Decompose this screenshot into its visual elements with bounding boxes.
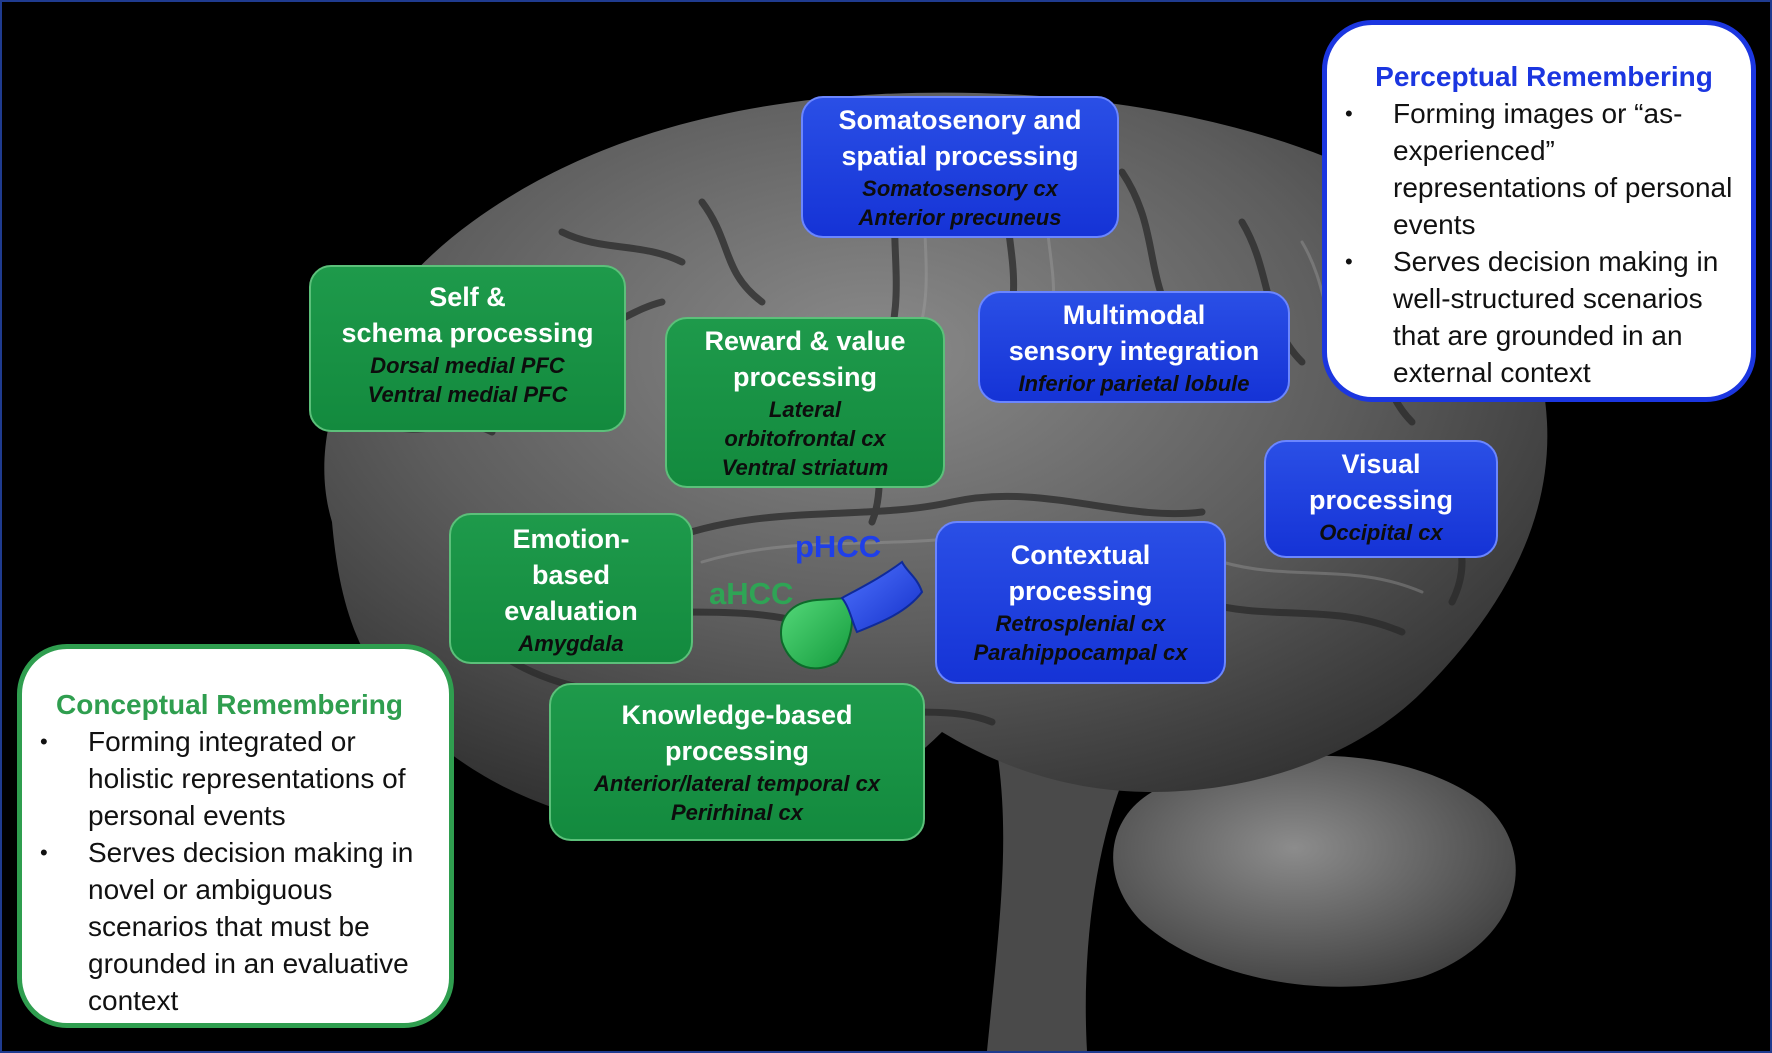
bullet-item: • Serves decision making in well-structur… — [1327, 243, 1741, 391]
region-subtitle: Ventral medial PFC — [367, 382, 568, 407]
region-subtitle: Lateral — [768, 397, 842, 422]
bullet-item: • Forming images or “as-experienced” repr… — [1327, 95, 1741, 243]
region-title: Somatosenory and — [838, 105, 1082, 135]
region-subtitle: Anterior/lateral temporal cx — [593, 771, 881, 796]
region-subtitle: Occipital cx — [1319, 520, 1443, 545]
region-title: processing — [732, 362, 878, 392]
region-title: Reward & value — [704, 326, 906, 356]
bullet-icon: • — [40, 840, 48, 865]
region-subtitle: orbitofrontal cx — [724, 426, 886, 451]
region-subtitle: Amygdala — [518, 631, 624, 656]
region-title: processing — [1008, 576, 1153, 606]
bullet-text: Forming images or “as-experienced” repre… — [1393, 98, 1733, 240]
perceptual-bullets: • Forming images or “as-experienced” repr… — [1327, 95, 1741, 391]
bullet-text: Serves decision making in well-structure… — [1393, 246, 1719, 388]
region-title: Contextual — [1010, 540, 1151, 570]
region-knowledge: Knowledge-based processing Anterior/late… — [549, 683, 925, 841]
perceptual-title: Perceptual Remembering — [1375, 61, 1713, 92]
region-subtitle: Ventral striatum — [721, 455, 889, 480]
region-title: evaluation — [504, 596, 638, 626]
bullet-text: Forming integrated or holistic represent… — [88, 726, 406, 831]
ahcc-label: aHCC — [709, 576, 794, 611]
region-title: Self & — [429, 282, 506, 312]
region-reward-value: Reward & value processing Lateral orbito… — [665, 317, 945, 488]
region-subtitle: Anterior precuneus — [858, 205, 1062, 230]
region-title: processing — [1308, 485, 1454, 515]
region-title: spatial processing — [841, 141, 1079, 171]
region-title: Knowledge-based — [621, 700, 853, 730]
region-somatosensory: Somatosenory and spatial processing Soma… — [801, 96, 1119, 238]
bullet-text: Serves decision making in novel or ambig… — [88, 837, 414, 1016]
phcc-label: pHCC — [795, 529, 882, 564]
region-subtitle: Retrosplenial cx — [995, 611, 1166, 636]
region-subtitle: Parahippocampal cx — [973, 640, 1188, 665]
region-title: processing — [664, 736, 810, 766]
perceptual-remembering-panel: Perceptual Remembering • Forming images o… — [1322, 20, 1756, 402]
region-subtitle: Inferior parietal lobule — [1018, 371, 1250, 396]
region-subtitle: Perirhinal cx — [670, 800, 804, 825]
region-title: Emotion- — [512, 524, 630, 554]
region-contextual: Contextual processing Retrosplenial cx P… — [935, 521, 1226, 684]
region-title: sensory integration — [1008, 336, 1260, 366]
conceptual-remembering-panel: Conceptual Remembering • Forming integrat… — [17, 644, 454, 1028]
bullet-icon: • — [1345, 249, 1353, 274]
region-title: based — [531, 560, 611, 590]
region-self-schema: Self & schema processing Dorsal medial P… — [309, 265, 626, 432]
region-multimodal: Multimodal sensory integration Inferior … — [978, 291, 1290, 403]
bullet-icon: • — [1345, 101, 1353, 126]
region-emotion: Emotion- based evaluation Amygdala — [449, 513, 693, 664]
region-title: Multimodal — [1062, 300, 1206, 330]
region-subtitle: Somatosensory cx — [862, 176, 1058, 201]
region-title: schema processing — [341, 318, 594, 348]
bullet-item: • Forming integrated or holistic represen… — [22, 723, 431, 834]
bullet-icon: • — [40, 729, 48, 754]
conceptual-title: Conceptual Remembering — [56, 689, 403, 720]
region-visual: Visual processing Occipital cx — [1264, 440, 1498, 558]
region-title: Visual — [1341, 449, 1421, 479]
conceptual-bullets: • Forming integrated or holistic represen… — [22, 723, 431, 1019]
bullet-item: • Serves decision making in novel or ambi… — [22, 834, 431, 1019]
region-subtitle: Dorsal medial PFC — [370, 353, 565, 378]
